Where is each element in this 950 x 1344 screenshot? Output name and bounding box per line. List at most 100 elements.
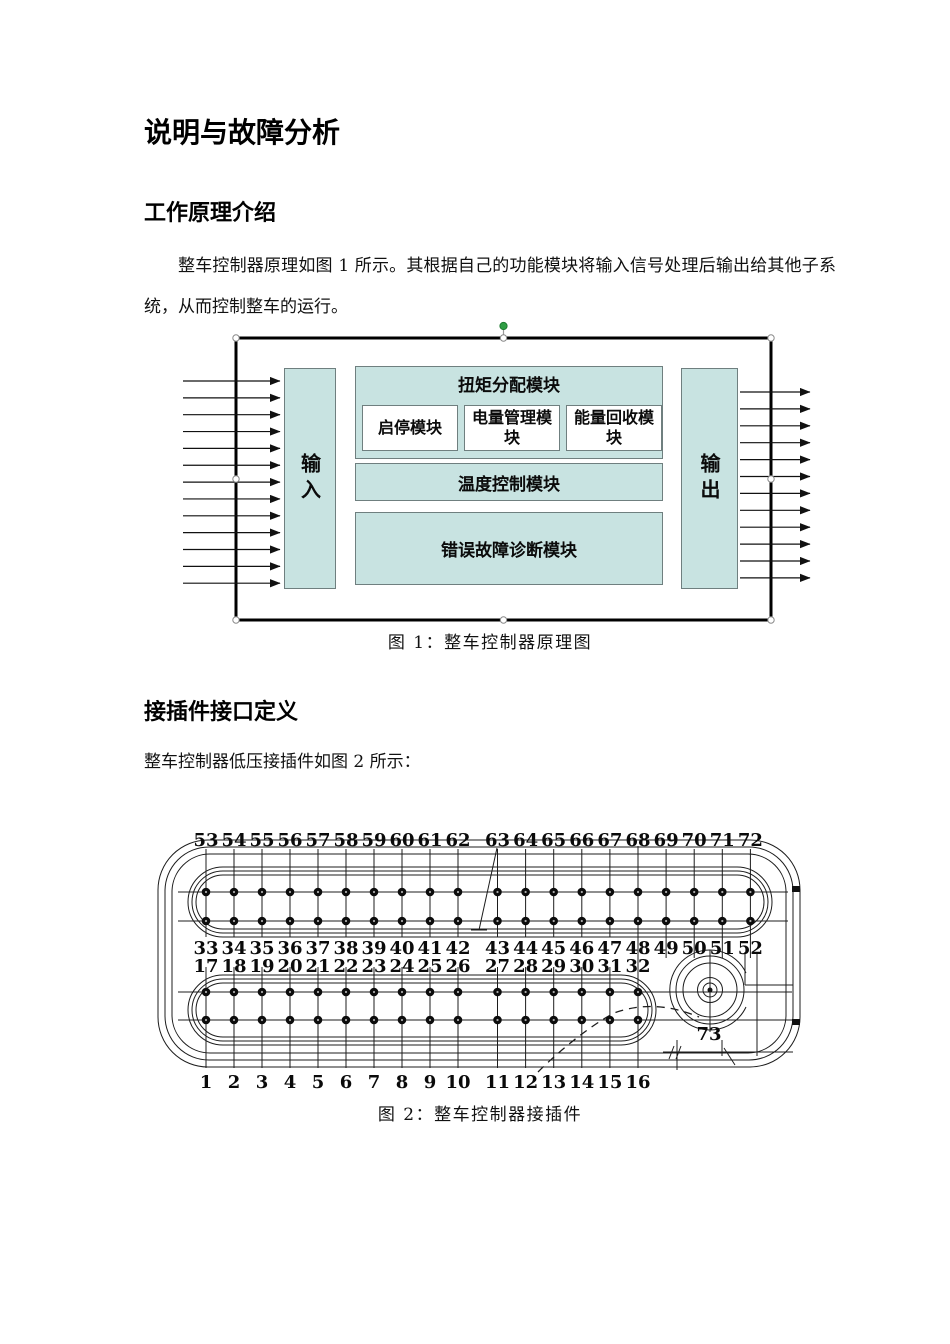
pin-number-label: 35 xyxy=(249,938,274,959)
pin-number-label: 71 xyxy=(710,830,735,851)
resize-handle-bottom-center[interactable] xyxy=(499,616,508,624)
pin-dot-center xyxy=(372,919,376,923)
pin-number-label: 59 xyxy=(361,830,386,851)
resize-handle-bottom-right[interactable] xyxy=(767,616,775,624)
pin-dot-center xyxy=(400,1018,404,1022)
resize-handle-mid-left[interactable] xyxy=(232,475,240,483)
pin-number-label: 50 xyxy=(682,938,707,959)
pin-dot-center xyxy=(288,1018,292,1022)
rotation-handle[interactable] xyxy=(499,321,508,331)
pin-dot-center xyxy=(636,990,640,994)
pin-number-label: 70 xyxy=(682,830,707,851)
pin-dot-center xyxy=(456,919,460,923)
connector-housing-outline xyxy=(157,839,801,1068)
pin-number-label: 66 xyxy=(569,830,594,851)
pin-number-label: 6 xyxy=(340,1072,353,1093)
power-management-module-block: 电量管理模块 xyxy=(464,405,560,451)
pin-number-label: 53 xyxy=(193,830,218,851)
pin-number-label: 34 xyxy=(221,938,246,959)
pin-number-label: 2 xyxy=(228,1072,241,1093)
pin-number-label: 72 xyxy=(738,830,763,851)
output-arrows xyxy=(740,387,811,583)
pin-number-label: 56 xyxy=(277,830,302,851)
pin-dot-center xyxy=(496,919,499,923)
resize-handle-top-center[interactable] xyxy=(499,334,508,342)
pin-dot-center xyxy=(456,890,460,894)
pin-number-label: 48 xyxy=(625,938,650,959)
paragraph-connector-intro: 整车控制器低压接插件如图 2 所示： xyxy=(144,752,421,772)
pin-number-label: 52 xyxy=(738,938,763,959)
pin-number-label: 42 xyxy=(445,938,470,959)
pin-dot-center xyxy=(749,890,752,894)
pin-dot-center xyxy=(428,919,432,923)
pin-dot-center xyxy=(608,1018,612,1022)
pin-dot-center xyxy=(608,919,612,923)
pin-number-label: 10 xyxy=(445,1072,470,1093)
pin-number-label: 36 xyxy=(277,938,302,959)
pin-number-label: 65 xyxy=(541,830,566,851)
power-management-module-label: 电量管理模块 xyxy=(471,408,552,447)
pin-number-label: 69 xyxy=(654,830,679,851)
pin-dot-center xyxy=(524,1018,527,1022)
pin-number-label: 49 xyxy=(654,938,679,959)
upper-pin-slot-outline xyxy=(187,866,773,938)
figure2-caption: 图 2：整车控制器接插件 xyxy=(377,1105,583,1125)
pin-number-label: 19 xyxy=(249,956,274,977)
pin-number-label: 13 xyxy=(541,1072,566,1093)
pin-number-label: 43 xyxy=(485,938,510,959)
pin-dot-center xyxy=(232,919,236,923)
pin-number-label: 18 xyxy=(221,956,246,977)
pin-dot-center xyxy=(372,890,376,894)
resize-handle-top-right[interactable] xyxy=(767,334,775,342)
pin-dot-center xyxy=(204,919,208,923)
pin-number-label: 16 xyxy=(625,1072,650,1093)
resize-handle-top-left[interactable] xyxy=(232,334,240,342)
figure1-principle-diagram[interactable]: 输入 输出 扭矩分配模块 启停模块 电量管理模块 能量回收模块 温度控制模块 错… xyxy=(150,315,830,631)
pin-dot-center xyxy=(496,890,499,894)
pin-number-label: 61 xyxy=(417,830,442,851)
selection-handles[interactable] xyxy=(232,321,775,624)
pin-number-label: 3 xyxy=(256,1072,269,1093)
start-stop-module-label: 启停模块 xyxy=(377,418,442,437)
pin-number-label: 44 xyxy=(513,938,538,959)
pin-dot-center xyxy=(721,919,724,923)
pin-number-label: 24 xyxy=(389,956,414,977)
pin-dot-center xyxy=(288,990,292,994)
input-arrows xyxy=(183,376,281,588)
figure1-canvas xyxy=(183,321,811,624)
resize-handle-mid-right[interactable] xyxy=(767,475,775,483)
start-stop-module-block: 启停模块 xyxy=(362,405,458,451)
torque-module-label: 扭矩分配模块 xyxy=(458,376,560,396)
dashed-break-line xyxy=(537,1005,700,1073)
pin-dot-center xyxy=(232,890,236,894)
pin-number-label: 51 xyxy=(710,938,735,959)
figure1-caption: 图 1：整车控制器原理图 xyxy=(387,633,593,653)
pin-number-label: 29 xyxy=(541,956,566,977)
pin-dot-center xyxy=(232,1018,236,1022)
pin-dot-center xyxy=(552,990,555,994)
pin-dot-center xyxy=(580,990,583,994)
page-title: 说明与故障分析 xyxy=(144,116,341,149)
pin-number-label: 45 xyxy=(541,938,566,959)
pin-dot-center xyxy=(456,990,460,994)
pin-number-label: 26 xyxy=(445,956,470,977)
pin-dot-center xyxy=(608,890,612,894)
housing-detail-lines xyxy=(663,886,800,1070)
pin-number-label: 30 xyxy=(569,956,594,977)
pin-dot-center xyxy=(428,990,432,994)
pin-dot-center xyxy=(260,1018,264,1022)
pin-dot-center xyxy=(636,890,640,894)
leader-line-63 xyxy=(471,847,498,931)
temperature-control-module-block: 温度控制模块 xyxy=(355,463,663,501)
pin-dot-center xyxy=(552,919,555,923)
resize-handle-bottom-left[interactable] xyxy=(232,616,240,624)
pin-number-label: 8 xyxy=(396,1072,409,1093)
pin-number-label: 60 xyxy=(389,830,414,851)
pin-number-label: 58 xyxy=(333,830,358,851)
pin-dot-center xyxy=(316,1018,320,1022)
pin-dot-center xyxy=(693,890,696,894)
round-pin-73 xyxy=(669,949,747,1032)
pin-number-label: 63 xyxy=(485,830,510,851)
pin-dot-center xyxy=(372,1018,376,1022)
pin-dot-center xyxy=(344,990,348,994)
